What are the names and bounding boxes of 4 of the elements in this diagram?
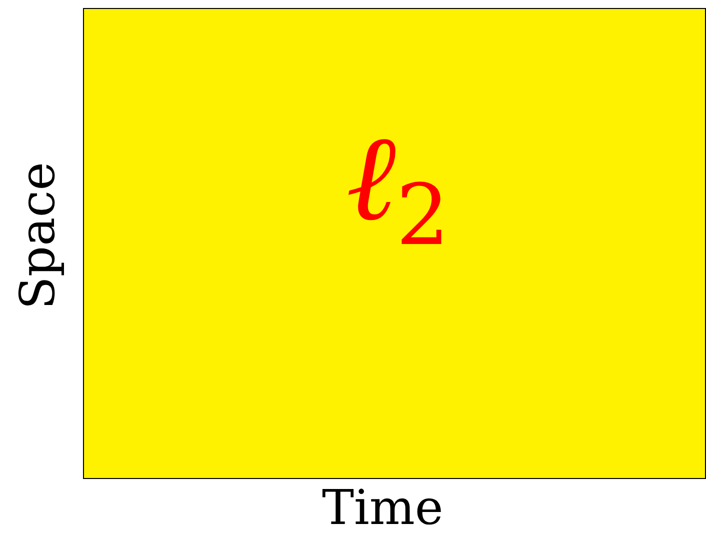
math-symbol: ℓ$_{2}$ [346,119,450,258]
plot-area [83,8,706,479]
axis-label: Space [14,162,62,310]
axis-label: Time [322,484,444,532]
